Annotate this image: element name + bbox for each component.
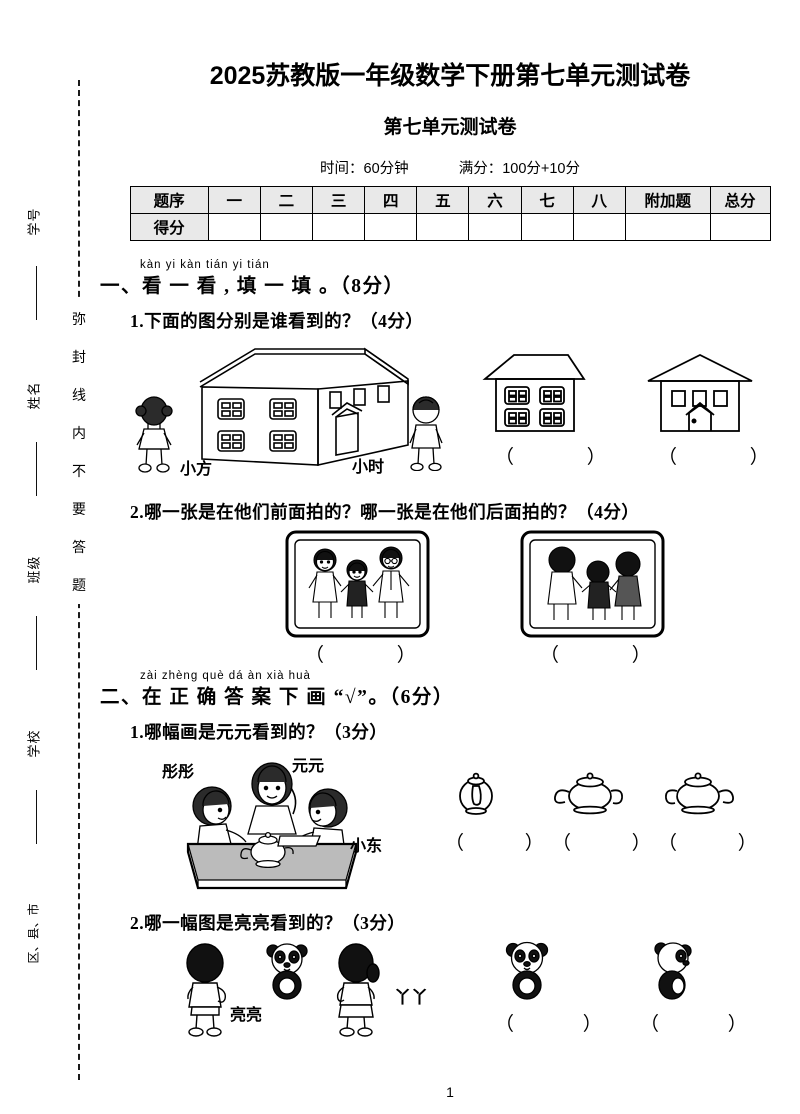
panda-view-side-illustration <box>654 942 692 1000</box>
figure-label-xiaofang: 小方 <box>180 461 213 478</box>
seal-vertical-char-7: 题 <box>66 566 92 604</box>
score-col-8: 八 <box>572 186 626 214</box>
score-table: 题序 一 二 三 四 五 六 七 八 附加题 总分 得分 <box>129 186 771 241</box>
score-table-row-label-0: 题序 <box>129 186 209 214</box>
girl-yaya-back-illustration <box>336 943 380 1037</box>
exam-subtitle: 第七单元测试卷 <box>383 117 517 138</box>
seal-divider-3 <box>36 616 37 670</box>
score-col-7: 七 <box>520 186 574 214</box>
score-col-5: 五 <box>416 186 470 214</box>
score-col-4: 四 <box>364 186 418 214</box>
score-cell-6[interactable] <box>468 213 522 241</box>
seal-label-school: 学校 <box>26 729 42 758</box>
seal-vertical-char-1: 封 <box>66 338 92 376</box>
score-col-6: 六 <box>468 186 522 214</box>
score-cell-5[interactable] <box>416 213 470 241</box>
score-cell-8[interactable] <box>572 213 626 241</box>
seal-divider-1 <box>36 266 37 320</box>
seal-column: 学号 姓名 班级 学校 区、县、市 弥 封 线 内 不 要 答 题 <box>0 0 100 1114</box>
question-2-1-text: 1.哪幅画是元元看到的？（3分） <box>130 722 388 742</box>
score-col-1: 一 <box>207 186 261 214</box>
seal-label-district: 区、县、市 <box>26 903 41 964</box>
section-two: zài zhèng què dá àn xià huà 二、在 正 确 答 案 … <box>100 670 800 1059</box>
figure-label-tongtong: 彤彤 <box>162 764 195 781</box>
answer-paren-1-2-a[interactable]: （ ） <box>305 645 450 666</box>
full-score-label: 满分：100分+10分 <box>458 161 580 177</box>
seal-vertical-char-6: 答 <box>66 528 92 566</box>
score-col-total: 总分 <box>709 186 771 214</box>
seal-label-class: 班级 <box>26 555 42 584</box>
score-cell-7[interactable] <box>520 213 574 241</box>
score-cell-3[interactable] <box>311 213 366 241</box>
question-2-2-text: 2.哪一幅图是亮亮看到的？（3分） <box>130 913 406 933</box>
question-2-2-figure: 亮亮 <box>100 939 800 1059</box>
boy-xiaoshi-illustration <box>409 396 443 471</box>
panda-center-illustration <box>266 943 308 1000</box>
table-row-scores: 得分 <box>129 213 771 241</box>
house-view-side-illustration <box>647 353 753 432</box>
figure-label-yaya: 丫丫 <box>394 988 428 1007</box>
section-two-pinyin: zài zhèng què dá àn xià huà <box>140 670 311 682</box>
seal-label-student-id: 学号 <box>26 207 42 236</box>
figure-label-xiaoshi: 小时 <box>352 459 385 476</box>
seal-label-name: 姓名 <box>26 381 42 410</box>
figure-label-xiaodong: 小东 <box>350 838 383 855</box>
answer-paren-2-1-c[interactable]: （ ） <box>658 833 785 854</box>
section-one: kàn yi kàn tián yi tián 一、看 一 看 , 填 一 填 … <box>100 259 800 666</box>
exam-meta: 时间：60分钟 满分：100分+10分 <box>100 157 800 178</box>
section-one-heading: 一、看 一 看 , 填 一 填 。（8分） <box>100 276 405 297</box>
score-cell-extra[interactable] <box>624 213 711 241</box>
exam-sheet: 2025苏教版一年级数学下册第七单元测试卷 第七单元测试卷 时间：60分钟 满分… <box>100 0 800 1114</box>
panda-view-front-illustration <box>505 941 549 1000</box>
score-col-2: 二 <box>259 186 314 214</box>
question-1-2-figure: （ ） （ ） <box>100 530 800 666</box>
table-row-header: 题序 一 二 三 四 五 六 七 八 附加题 总分 <box>129 186 771 214</box>
section-one-pinyin: kàn yi kàn tián yi tián <box>140 259 270 271</box>
question-2-1-figure: 彤彤 元元 小东 <box>100 748 800 908</box>
seal-divider-4 <box>36 790 37 844</box>
house-view-front-illustration <box>482 354 586 432</box>
score-col-3: 三 <box>311 186 366 214</box>
score-col-extra: 附加题 <box>624 186 711 214</box>
question-1-1-figure: 小方 小时 <box>100 337 800 487</box>
seal-divider-2 <box>36 442 37 496</box>
answer-paren-2-1-b[interactable]: （ ） <box>552 833 679 854</box>
seal-vertical-char-2: 线 <box>66 376 92 414</box>
section-two-heading: 二、在 正 确 答 案 下 画 “√”。（6分） <box>100 687 454 708</box>
answer-paren-1-2-b[interactable]: （ ） <box>540 645 685 666</box>
score-cell-total[interactable] <box>709 213 771 241</box>
house-scene-illustration <box>199 347 409 466</box>
answer-paren-2-2-b[interactable]: （ ） <box>640 1014 779 1035</box>
photo-back-view-illustration <box>520 530 665 638</box>
teapot-view-front-illustration <box>459 772 493 815</box>
answer-paren-2-1-a[interactable]: （ ） <box>445 833 572 854</box>
figure-label-yuanyuan: 元元 <box>292 758 325 775</box>
question-1-2-text: 2.哪一张是在他们前面拍的？哪一张是在他们后面拍的？（4分） <box>130 502 640 522</box>
question-1-1-text: 1.下面的图分别是谁看到的？（4分） <box>130 311 424 331</box>
photo-front-view-illustration <box>285 530 430 638</box>
answer-paren-2-2-a[interactable]: （ ） <box>495 1014 634 1035</box>
seal-vertical-char-3: 内 <box>66 414 92 452</box>
score-cell-1[interactable] <box>207 213 261 241</box>
page-title: 2025苏教版一年级数学下册第七单元测试卷 <box>209 62 691 90</box>
teapot-view-spout-right-illustration <box>665 772 734 815</box>
girl-xiaofang-illustration <box>135 396 173 473</box>
score-cell-2[interactable] <box>259 213 314 241</box>
answer-paren-1-1-a[interactable]: （ ） <box>495 447 640 468</box>
teapot-view-spout-left-illustration <box>554 772 623 815</box>
children-table-scene-illustration <box>186 762 358 890</box>
answer-paren-1-1-b[interactable]: （ ） <box>658 447 800 468</box>
seal-labels: 学号 姓名 班级 学校 区、县、市 <box>10 170 56 1070</box>
score-cell-4[interactable] <box>364 213 418 241</box>
seal-vertical-char-0: 弥 <box>66 300 92 338</box>
seal-vertical-text: 弥 封 线 内 不 要 答 题 <box>66 300 92 604</box>
boy-liangliang-back-illustration <box>186 943 227 1037</box>
seal-vertical-char-5: 要 <box>66 490 92 528</box>
page-number: 1 <box>446 1084 454 1100</box>
time-limit-label: 时间：60分钟 <box>320 161 409 177</box>
figure-label-liangliang: 亮亮 <box>230 1007 263 1024</box>
score-table-row-label-1: 得分 <box>129 213 209 241</box>
seal-vertical-char-4: 不 <box>66 452 92 490</box>
